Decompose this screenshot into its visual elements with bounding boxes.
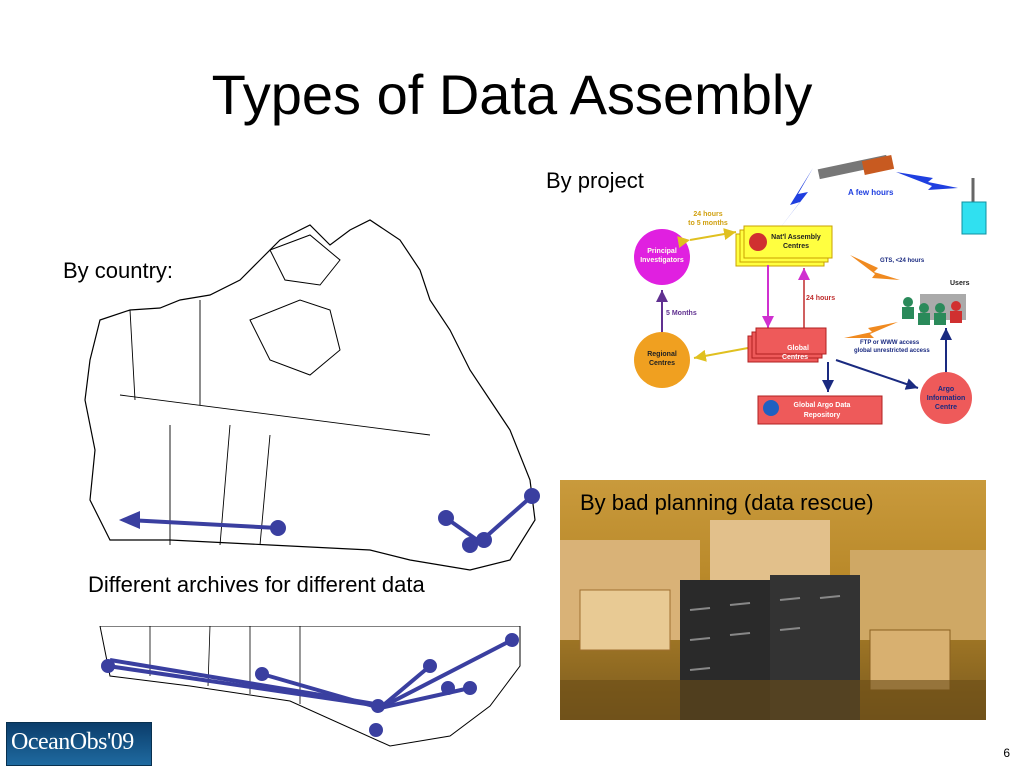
- regional-centres-node: [634, 332, 690, 388]
- users-icon: [902, 294, 966, 325]
- regional-label-1: Regional: [647, 351, 677, 358]
- gts-text: GTS, <24 hours: [880, 258, 925, 264]
- natl-label-1: Nat'l Assembly: [771, 234, 821, 241]
- satellite-icon: [817, 154, 895, 180]
- ftp-text-2: global unrestricted access: [854, 348, 930, 354]
- global-label-2: Centres: [782, 354, 808, 361]
- argo-float-icon: [961, 178, 987, 235]
- lightning-bolt-icon: [896, 172, 958, 190]
- natl-global-time: 24 hours: [806, 295, 835, 302]
- canada-map-by-country: [84, 219, 540, 571]
- lightning-bolt-icon: [844, 322, 898, 338]
- argo-label-3: Centre: [935, 404, 957, 411]
- principal-investigators-node: [634, 229, 690, 285]
- global-centres-node: [747, 327, 827, 363]
- slide-title: Types of Data Assembly: [211, 63, 813, 126]
- national-assembly-centres-node: [735, 225, 833, 267]
- argo-label-1: Argo: [938, 386, 954, 393]
- ftp-text-1: FTP or WWW access: [860, 340, 920, 346]
- repo-label-2: Repository: [804, 412, 841, 419]
- natl-label-2: Centres: [783, 243, 809, 250]
- pi-natl-time-2: to 5 months: [688, 220, 728, 227]
- regional-label-2: Centres: [649, 360, 675, 367]
- global-label-1: Global: [787, 345, 809, 352]
- archives-label: Different archives for different data: [88, 572, 425, 598]
- lightning-bolt-icon: [850, 255, 900, 280]
- pi-label-2: Investigators: [640, 257, 684, 264]
- arrow-global-to-aic: [835, 359, 919, 390]
- by-country-label: By country:: [63, 258, 174, 283]
- argo-label-2: Information: [927, 395, 966, 402]
- oceanobs-logo: OceanObs'09: [6, 722, 152, 766]
- argo-information-centre-node: [920, 372, 972, 424]
- canada-map-archives: [99, 626, 521, 747]
- five-months-text: 5 Months: [666, 310, 697, 317]
- pi-natl-time-1: 24 hours: [693, 211, 722, 218]
- by-project-label: By project: [546, 168, 644, 193]
- data-rescue-photo: [560, 480, 986, 720]
- arrow-global-to-regional: [693, 347, 749, 362]
- a-few-hours-text: A few hours: [848, 188, 894, 197]
- argo-data-flow-diagram: A few hours Principal Investigators 24 h…: [634, 154, 987, 425]
- users-text: Users: [950, 280, 970, 287]
- repo-label-1: Global Argo Data: [794, 402, 851, 409]
- bad-planning-label: By bad planning (data rescue): [580, 490, 874, 515]
- lightning-bolt-icon: [780, 168, 813, 228]
- page-number: 6: [1003, 746, 1010, 760]
- logo-text: OceanObs'09: [11, 729, 134, 755]
- pi-label-1: Principal: [647, 248, 677, 255]
- globe-icon: [763, 400, 779, 416]
